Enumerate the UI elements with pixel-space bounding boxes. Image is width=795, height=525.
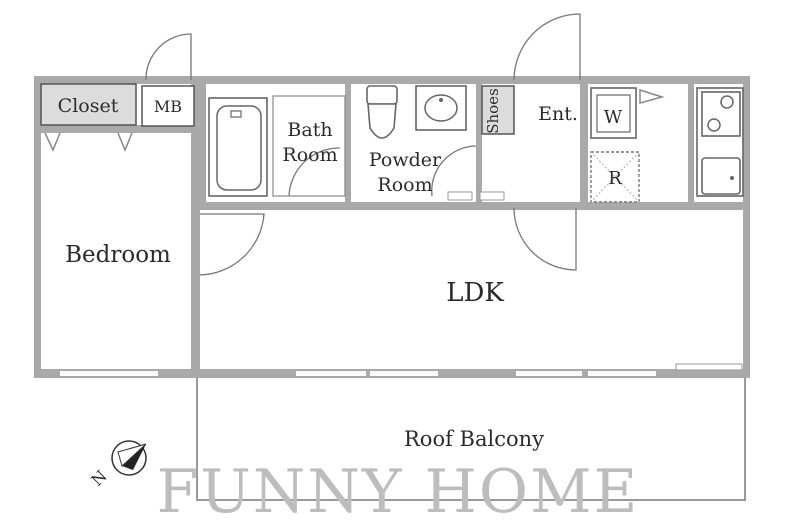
compass-icon: [111, 440, 147, 476]
sink: [415, 85, 467, 131]
closet: [40, 83, 137, 152]
ldk-label: LDK: [446, 278, 504, 308]
powder-room-label-line2: Room: [377, 174, 432, 196]
refrigerator-space: [590, 151, 640, 203]
mb-meter-box: [141, 85, 195, 127]
bath-room-label-line1: Bath: [287, 119, 332, 141]
bedroom-label: Bedroom: [65, 242, 171, 268]
outer-walls: [34, 76, 750, 378]
door-arcs: [145, 13, 581, 276]
entrance-label: Ent.: [538, 103, 578, 125]
stove-icon: [701, 91, 741, 137]
closet-label: Closet: [58, 95, 119, 117]
washer-label: W: [604, 107, 623, 128]
mb-label: MB: [154, 97, 182, 116]
refrigerator-label: R: [608, 168, 622, 189]
compass-north-label: N: [87, 466, 110, 489]
powder-room-label-line1: Powder: [369, 149, 442, 171]
shoe-cabinet: [481, 85, 515, 135]
watermark: FUNNY HOME: [157, 457, 640, 525]
washer-space: [590, 87, 665, 139]
bath-room: [272, 95, 346, 197]
roof-balcony-label: Roof Balcony: [404, 427, 544, 451]
bathtub: [208, 97, 268, 197]
toilet: [366, 85, 398, 139]
kitchen-sink-icon: [701, 157, 741, 195]
shoes-label: Shoes: [484, 88, 502, 134]
bath-room-label-line2: Room: [282, 144, 337, 166]
